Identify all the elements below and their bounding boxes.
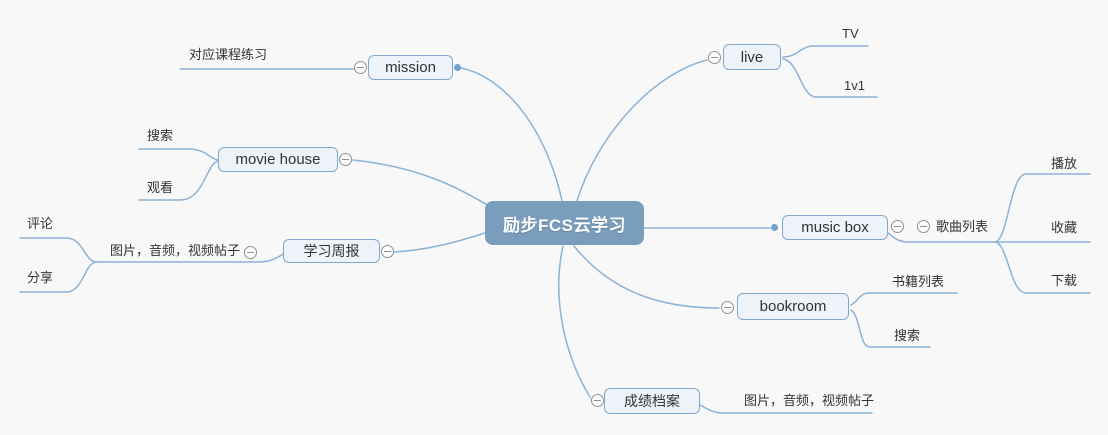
collapse-icon[interactable] [891, 220, 904, 233]
subtopic-score-posts[interactable]: 图片，音频，视频帖子 [744, 393, 875, 408]
collapse-icon[interactable] [591, 394, 604, 407]
line-movie-search [138, 148, 219, 161]
topic-bookroom[interactable]: bookroom [737, 293, 849, 320]
subtopic-posts-comment[interactable]: 评论 [27, 216, 54, 231]
minus-glyph [724, 307, 731, 308]
line-movie-watch [138, 160, 219, 201]
line-score-posts [699, 404, 873, 414]
minus-glyph [384, 251, 391, 252]
branch-line-mission [460, 67, 563, 202]
line-live-1v1 [782, 58, 878, 98]
collapse-icon[interactable] [244, 246, 257, 259]
line-music-songlist [887, 232, 996, 243]
subtopic-song-play[interactable]: 播放 [1051, 156, 1078, 171]
minus-glyph [594, 400, 601, 401]
minus-glyph [247, 252, 254, 253]
subtopic-song-download[interactable]: 下载 [1051, 273, 1078, 288]
topic-music-box[interactable]: music box [782, 215, 888, 240]
subtopic-movie-watch[interactable]: 观看 [147, 180, 174, 195]
minus-glyph [920, 226, 927, 227]
subtopic-book-search[interactable]: 搜索 [894, 328, 921, 343]
collapse-icon[interactable] [339, 153, 352, 166]
topic-score-archive[interactable]: 成绩档案 [604, 388, 700, 414]
collapse-icon[interactable] [708, 51, 721, 64]
topic-mission[interactable]: mission [368, 55, 453, 80]
minus-glyph [357, 67, 364, 68]
branch-line-score-archive [558, 245, 591, 398]
collapse-icon[interactable] [354, 61, 367, 74]
branch-line-bookroom [573, 245, 720, 309]
minus-glyph [711, 57, 718, 58]
subtopic-live-tv[interactable]: TV [842, 26, 859, 41]
subtopic-movie-search[interactable]: 搜索 [147, 128, 174, 143]
line-songlist-play [994, 173, 1091, 243]
collapse-icon[interactable] [381, 245, 394, 258]
subtopic-song-favorite[interactable]: 收藏 [1051, 220, 1078, 235]
root-topic[interactable]: 励步FCS云学习 [485, 201, 644, 245]
minus-glyph [894, 226, 901, 227]
line-posts-comment [19, 237, 98, 263]
collapse-icon[interactable] [917, 220, 930, 233]
line-songlist-download [994, 241, 1091, 294]
subtopic-live-1v1[interactable]: 1v1 [844, 78, 865, 93]
line-weekly-posts [96, 253, 284, 263]
collapse-icon[interactable] [721, 301, 734, 314]
branch-line-movie-house [352, 159, 490, 207]
subtopic-course-practice[interactable]: 对应课程练习 [189, 47, 268, 62]
subtopic-book-list[interactable]: 书籍列表 [892, 274, 945, 289]
line-bookroom-booklist [850, 292, 958, 306]
subtopic-weekly-posts[interactable]: 图片，音频，视频帖子 [110, 243, 241, 258]
topic-live[interactable]: live [723, 44, 781, 70]
branch-connector-dot [454, 64, 461, 71]
topic-weekly-report[interactable]: 学习周报 [283, 239, 380, 263]
branch-line-weekly-report [393, 232, 486, 253]
line-bookroom-search [850, 309, 931, 348]
branch-connector-dot [771, 224, 778, 231]
subtopic-posts-share[interactable]: 分享 [27, 270, 54, 285]
minus-glyph [342, 159, 349, 160]
subtopic-song-list[interactable]: 歌曲列表 [936, 219, 989, 234]
line-posts-share [19, 261, 98, 293]
topic-movie-house[interactable]: movie house [218, 147, 338, 172]
branch-line-live [576, 59, 708, 202]
line-live-tv [782, 45, 869, 58]
